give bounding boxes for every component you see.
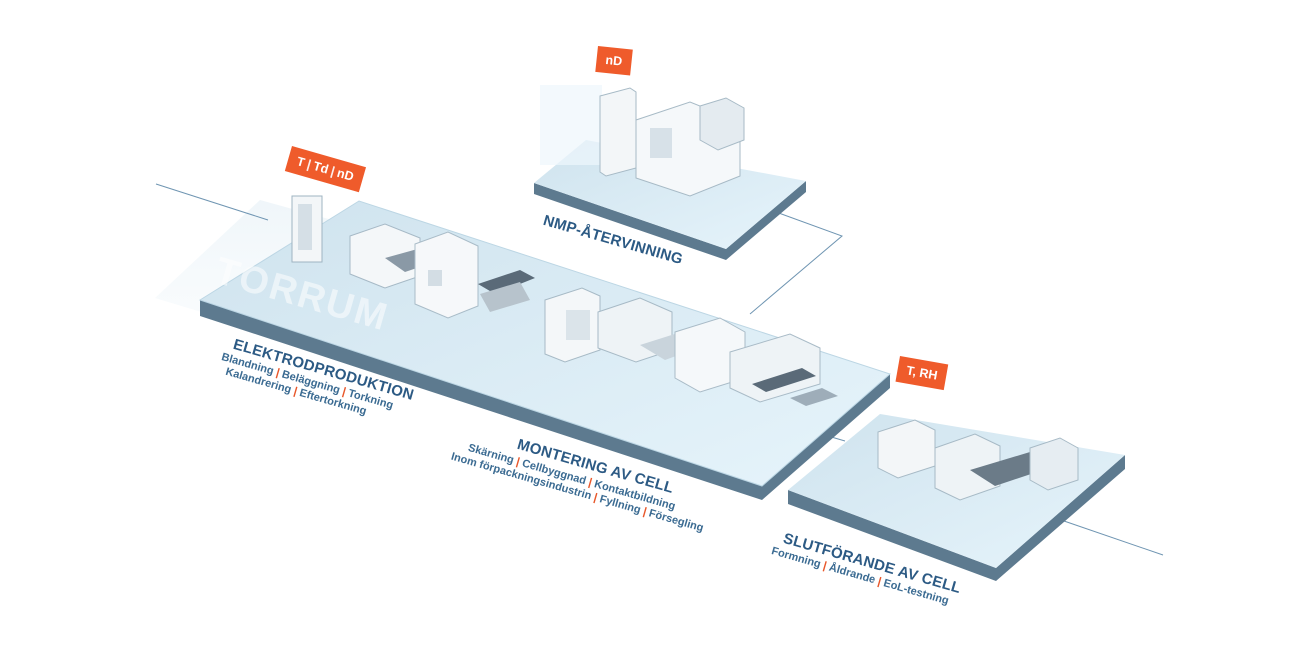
nmp-machines [599,87,745,197]
badge-item-t-rh: T, RH [905,363,939,383]
nmp-badge: nD [595,46,633,76]
badge-item-nd: nD [604,52,623,69]
elektrod-machines [291,195,535,319]
montering-machines [544,287,838,406]
slut-machines [877,419,1079,501]
